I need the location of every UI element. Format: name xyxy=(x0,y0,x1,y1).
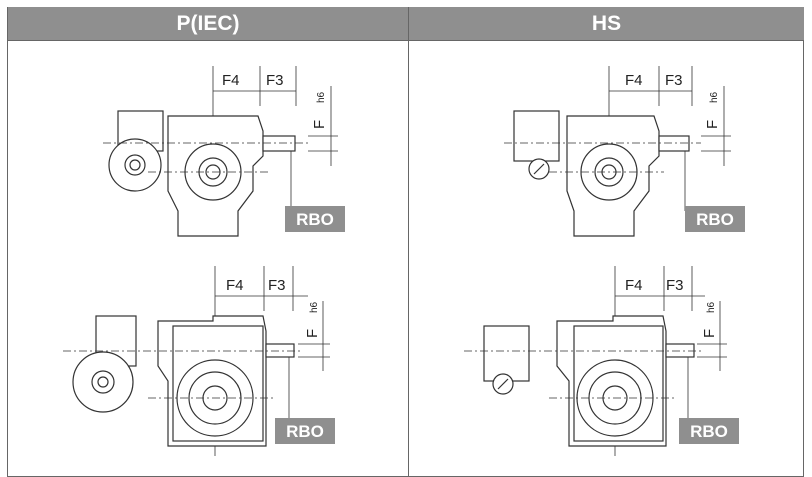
dim-f3: F3 xyxy=(266,72,284,89)
dim-f4: F4 xyxy=(625,277,643,294)
rbo-label: RBO xyxy=(690,422,728,441)
dim-h6-sub: h6 xyxy=(706,301,717,313)
dim-f3: F3 xyxy=(666,277,684,294)
rbo-label: RBO xyxy=(286,422,324,441)
rbo-badge xyxy=(685,206,745,232)
column-divider xyxy=(408,7,409,477)
rbo-badge xyxy=(275,418,335,444)
header-rule xyxy=(8,40,804,41)
drawing-hs-bottom: F4 F3 F h6 RBO xyxy=(464,266,739,456)
column-header-piec: P(IEC) xyxy=(8,7,408,40)
rbo-badge xyxy=(285,206,345,232)
dim-f-h6: F xyxy=(701,329,718,338)
dim-h6-sub: h6 xyxy=(316,91,327,103)
dim-f4: F4 xyxy=(222,72,240,89)
drawing-hs-top: F4 F3 F h6 RBO xyxy=(504,66,745,237)
dim-f-h6: F xyxy=(311,120,328,129)
column-header-hs: HS xyxy=(409,7,804,40)
dim-f3: F3 xyxy=(268,277,286,294)
dim-f-h6: F xyxy=(704,120,721,129)
rbo-label: RBO xyxy=(296,210,334,229)
dim-h6-sub: h6 xyxy=(309,301,320,313)
drawing-piec-top: F4 F3 F h6 RBO xyxy=(103,66,345,237)
dim-f3: F3 xyxy=(665,72,683,89)
dim-h6-sub: h6 xyxy=(709,91,720,103)
drawing-piec-bottom: F4 F3 F h6 RBO xyxy=(63,266,335,456)
dim-f4: F4 xyxy=(625,72,643,89)
rbo-label: RBO xyxy=(696,210,734,229)
rbo-badge xyxy=(679,418,739,444)
dim-f-h6: F xyxy=(304,329,321,338)
dim-f4: F4 xyxy=(226,277,244,294)
